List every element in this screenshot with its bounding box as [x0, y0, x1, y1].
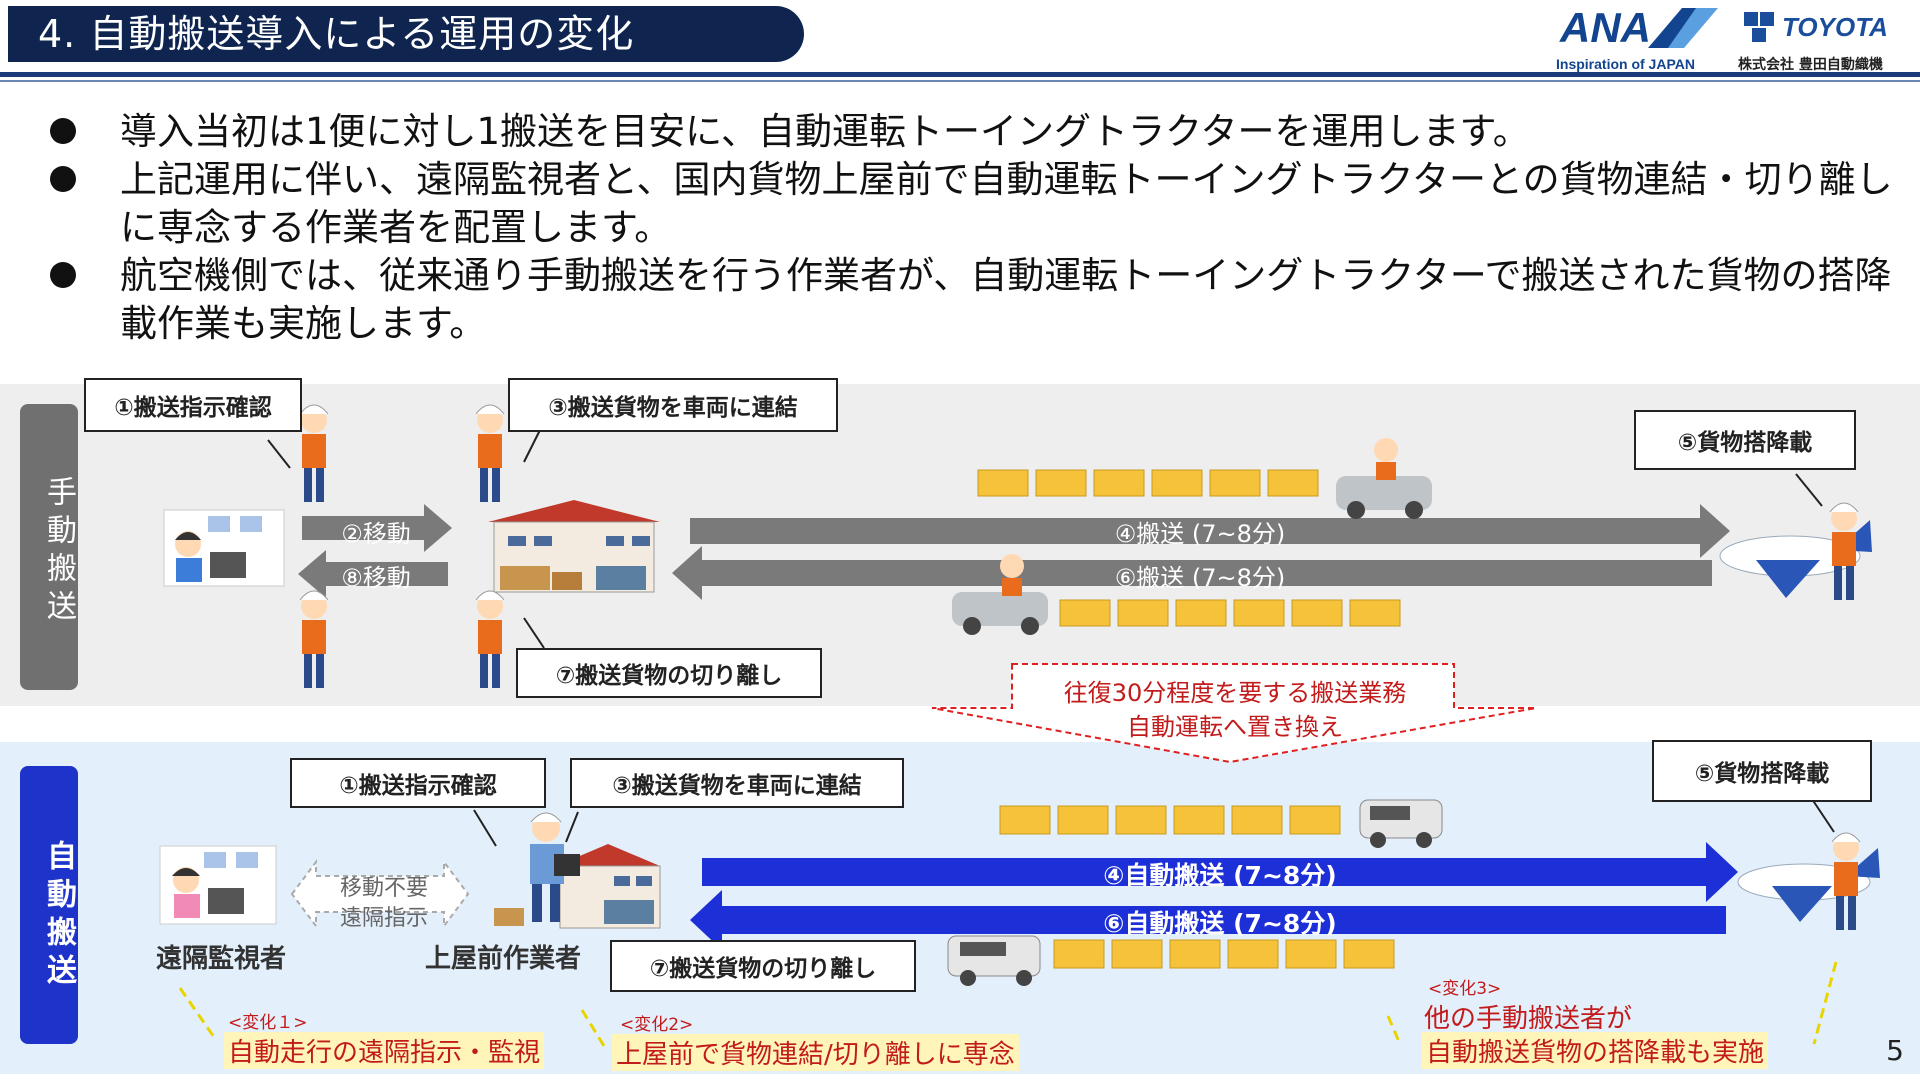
no-move-note: 移動不要 遠隔指示 — [316, 874, 452, 934]
manual-step2-text: ②移動 — [341, 520, 411, 548]
auto-step3-label: ③搬送貨物を車両に連結 — [570, 758, 904, 808]
remote-operator-icon — [163, 509, 285, 587]
warehouse-icon — [494, 844, 661, 929]
manual-side-label: 手動搬送 — [20, 404, 78, 690]
replace-callout-shape — [931, 663, 1537, 764]
auto-transport-arrow-out — [702, 842, 1738, 902]
manual-step3-label: ③搬送貨物を車両に連結 — [508, 378, 838, 432]
bullet-item: 上記運用に伴い、遠隔監視者と、国内貨物上屋前で自動運転トーイングトラクターとの貨… — [50, 156, 1910, 252]
header-rule — [0, 72, 1920, 77]
auto-transport-arrow-back — [690, 890, 1726, 950]
bullet-text: 導入当初は1便に対し1搬送を目安に、自動運転トーイングトラクターを運用します。 — [120, 110, 1530, 153]
auto-side-label: 自動搬送 — [20, 766, 78, 1044]
change3-text-line1: 他の手動搬送者が — [1424, 1004, 1633, 1034]
auto-step1-label: ①搬送指示確認 — [290, 758, 546, 808]
cargo-carts-icon — [1053, 939, 1395, 969]
bullet-text: 上記運用に伴い、遠隔監視者と、国内貨物上屋前で自動運転トーイングトラクターとの貨… — [120, 158, 1893, 249]
cargo-carts-icon — [999, 805, 1341, 835]
toyota-logo-word: TOYOTA — [1782, 12, 1888, 42]
worker-icon — [475, 590, 505, 688]
toyota-mark-icon — [1744, 12, 1774, 42]
worker-icon — [299, 404, 329, 502]
worker-icon — [299, 590, 329, 688]
replace-note-line1: 往復30分程度を要する搬送業務 — [1063, 679, 1407, 707]
change1-tag: <変化１> — [228, 1013, 308, 1033]
toyota-logo-subtitle: 株式会社 豊田自動織機 — [1738, 57, 1883, 73]
auto-step7-label: ⑦搬送貨物の切り離し — [610, 940, 916, 992]
bullet-item: 導入当初は1便に対し1搬送を目安に、自動運転トーイングトラクターを運用します。 — [50, 108, 1910, 156]
worker-icon — [1831, 832, 1861, 930]
move-arrow-right — [302, 504, 452, 552]
header-rule-thin — [0, 80, 1920, 82]
manual-step6-text: ⑥搬送 (7~8分) — [1114, 564, 1286, 592]
cargo-carts-icon — [977, 469, 1319, 497]
manual-step7-label: ⑦搬送貨物の切り離し — [516, 648, 822, 698]
auto-side-text: 自動搬送 — [41, 840, 76, 992]
ana-logo-word: ANA — [1560, 4, 1651, 51]
role-remote-monitor: 遠隔監視者 — [155, 944, 286, 974]
bullet-text: 航空機側では、従来通り手動搬送を行う作業者が、自動運転トーイングトラクターで搬送… — [120, 254, 1892, 345]
manual-step4-text: ④搬送 (7~8分) — [1114, 520, 1286, 548]
manual-step1-label: ①搬送指示確認 — [84, 378, 302, 432]
auto-tractor-icon — [1359, 799, 1443, 848]
tractor-icon — [1336, 438, 1432, 519]
bullet-list: 導入当初は1便に対し1搬送を目安に、自動運転トーイングトラクターを運用します。 … — [50, 108, 1910, 348]
transport-arrow-out — [690, 504, 1730, 558]
no-move-arrow — [290, 859, 470, 929]
manual-step8-text: ⑧移動 — [341, 564, 411, 592]
change2-text: 上屋前で貨物連結/切り離しに専念 — [612, 1034, 1019, 1071]
role-warehouse-worker: 上屋前作業者 — [424, 944, 581, 974]
warehouse-icon — [488, 500, 660, 593]
bullet-dot-icon — [50, 166, 76, 192]
ana-logo: ANA Inspiration of JAPAN — [1556, 4, 1726, 74]
auto-tractor-icon — [947, 935, 1041, 986]
page-title: 4. 自動搬送導入による運用の変化 — [8, 6, 804, 62]
replace-note: 往復30分程度を要する搬送業務 自動運転へ置き換え — [1010, 676, 1460, 744]
move-arrow-left — [298, 550, 448, 598]
replace-note-line2: 自動運転へ置き換え — [1127, 713, 1343, 741]
airplane-icon — [1737, 848, 1880, 922]
auto-step6-text: ⑥自動搬送 (7~8分) — [1103, 909, 1337, 938]
cargo-carts-icon — [1059, 599, 1401, 627]
bullet-dot-icon — [50, 118, 76, 144]
worker-icon — [475, 404, 505, 502]
page-number: 5 — [1886, 1034, 1904, 1067]
bullet-item: 航空機側では、従来通り手動搬送を行う作業者が、自動運転トーイングトラクターで搬送… — [50, 252, 1910, 348]
change3-tag: <変化3> — [1428, 979, 1502, 999]
change1-text: 自動走行の遠隔指示・監視 — [224, 1032, 545, 1069]
change2-tag: <変化2> — [620, 1015, 694, 1035]
bullet-dot-icon — [50, 262, 76, 288]
change3-text-line2: 自動搬送貨物の搭降載も実施 — [1422, 1032, 1769, 1069]
ana-logo-tagline: Inspiration of JAPAN — [1556, 56, 1695, 72]
tractor-icon — [952, 554, 1048, 635]
worker-icon — [1829, 502, 1859, 600]
worker-icon — [530, 812, 580, 922]
transport-arrow-back — [672, 546, 1712, 600]
no-move-line2: 遠隔指示 — [339, 906, 428, 931]
auto-step5-label: ⑤貨物搭降載 — [1652, 740, 1872, 802]
toyota-logo: TOYOTA 株式会社 豊田自動織機 — [1736, 4, 1920, 74]
remote-monitor-icon — [159, 845, 277, 925]
manual-step5-label: ⑤貨物搭降載 — [1634, 410, 1856, 470]
no-move-line1: 移動不要 — [339, 876, 428, 901]
auto-step4-text: ④自動搬送 (7~8分) — [1103, 861, 1337, 890]
manual-side-text: 手動搬送 — [41, 476, 76, 628]
